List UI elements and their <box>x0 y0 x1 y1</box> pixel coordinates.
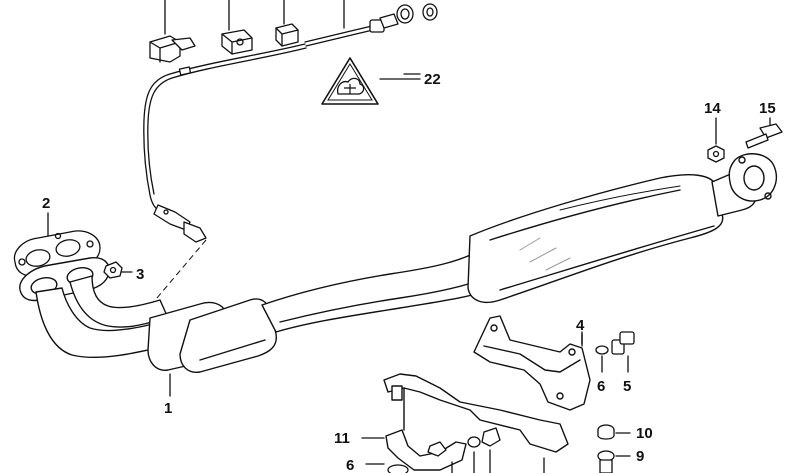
callout-6-lower: 6 <box>346 457 354 473</box>
callout-6-upper: 6 <box>597 378 605 395</box>
callout-9: 9 <box>636 448 644 465</box>
exhaust-pipe-assembly <box>19 153 778 373</box>
callout-3: 3 <box>136 266 144 283</box>
nut-parts-lower <box>427 427 545 473</box>
top-clip-parts <box>149 0 345 63</box>
nut-3 <box>103 261 133 279</box>
callout-4: 4 <box>576 317 585 334</box>
callout-15: 15 <box>759 100 776 117</box>
washer-6-lower <box>365 463 409 473</box>
callout-22: 22 <box>424 71 441 88</box>
callout-10: 10 <box>636 425 653 442</box>
callout-14: 14 <box>704 100 721 117</box>
callout-2: 2 <box>42 195 50 212</box>
callout-1: 1 <box>164 400 172 417</box>
warning-triangle-icon <box>321 57 379 105</box>
nut-10 <box>597 424 631 440</box>
oxygen-sensor <box>143 3 438 243</box>
callout-5: 5 <box>623 378 631 395</box>
callout-11: 11 <box>334 430 350 447</box>
bolt-5 <box>611 331 635 373</box>
bolt-15 <box>745 117 783 149</box>
bracket-11 <box>383 373 569 471</box>
washer-6 <box>595 345 609 373</box>
leader-lines <box>169 73 583 439</box>
washer-9 <box>597 450 631 473</box>
nut-14 <box>707 117 725 163</box>
bracket-4 <box>473 315 591 411</box>
